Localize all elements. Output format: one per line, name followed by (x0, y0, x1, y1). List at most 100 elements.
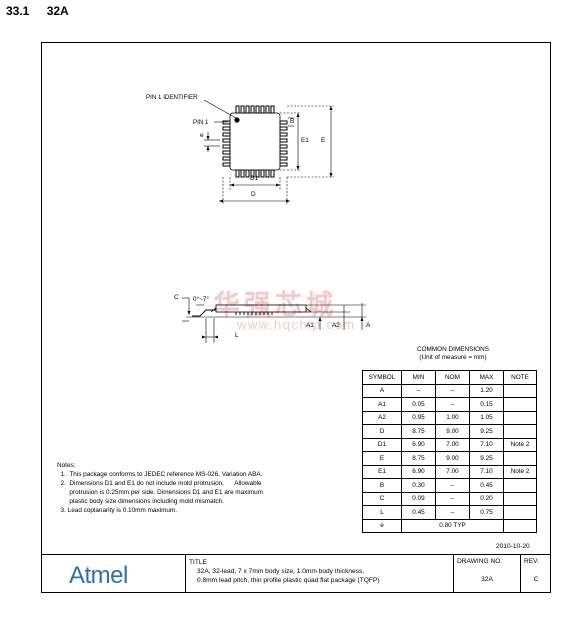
note-line: plastic body size dimensions including m… (57, 498, 224, 505)
section-heading: 33.1 32A (6, 4, 83, 18)
table-row: e 0.80 TYP (362, 518, 537, 533)
table-row: D 8.75 9.00 9.25 (362, 424, 537, 439)
pin1-identifier-label: PIN 1 IDENTIFIER (146, 94, 198, 101)
pin1-dot (234, 117, 240, 123)
column-header: NOTE (503, 370, 537, 385)
table-cell: 6.90 (401, 464, 436, 479)
table-cell: 1.20 (469, 383, 504, 398)
a1-label: A1 (306, 322, 314, 329)
table-cell: 0.30 (401, 478, 436, 493)
common-dimensions-unit: (Unit of measure = mm) (419, 354, 487, 361)
bottom-leads (235, 169, 275, 178)
table-cell: B (362, 478, 402, 493)
column-header: MAX (469, 370, 504, 385)
table-cell: E1 (362, 464, 402, 479)
revision-label: REV. (524, 558, 539, 565)
table-row: E 8.75 9.00 9.25 (362, 451, 537, 466)
table-cell: – (401, 383, 436, 398)
table-row: D1 6.90 7.00 7.10 Note 2 (362, 437, 537, 452)
table-cell (503, 505, 537, 520)
b-label: B (290, 118, 295, 125)
column-header: SYMBOL (362, 370, 402, 385)
table-cell: 7.10 (469, 437, 504, 452)
table-cell: E (362, 451, 402, 466)
table-row: A – – 1.20 (362, 383, 537, 398)
side-view (182, 297, 366, 343)
table-cell (503, 518, 537, 533)
common-dimensions-title: COMMON DIMENSIONS (Unit of measure = mm) (393, 346, 513, 362)
table-cell: 0.15 (469, 397, 504, 412)
table-cell: C (362, 491, 402, 506)
c-label: C (174, 294, 179, 301)
table-cell: – (435, 491, 470, 506)
drawing-number-cell: DRAWING NO. 32A (454, 554, 521, 593)
side-body (215, 304, 307, 313)
table-cell: – (435, 397, 470, 412)
table-cell: 9.25 (469, 424, 504, 439)
column-header: NOM (435, 370, 470, 385)
table-cell: 7.00 (435, 464, 470, 479)
side-view-arrows (187, 311, 364, 339)
table-cell: D1 (362, 437, 402, 452)
table-cell: 1.00 (435, 410, 470, 425)
left-leads (222, 120, 231, 167)
table-cell: 0.20 (469, 491, 504, 506)
pin1-label: PIN 1 (193, 119, 209, 126)
drawing-date: 2010-10-20 (496, 543, 530, 550)
table-cell: Note 2 (503, 437, 537, 452)
title-line: 32A, 32-lead, 7 x 7mm body size, 1.0mm b… (197, 568, 365, 575)
table-header-row: SYMBOL MIN NOM MAX NOTE (362, 370, 537, 385)
table-row: E1 6.90 7.00 7.10 Note 2 (362, 464, 537, 479)
table-cell (503, 491, 537, 506)
note-line: 1. This package conforms to JEDEC refere… (57, 471, 263, 478)
right-leads (279, 120, 288, 167)
table-cell: 0.45 (401, 505, 436, 520)
table-row: A2 0.95 1.00 1.05 (362, 410, 537, 425)
notes-heading: Notes: (57, 462, 76, 469)
table-cell: D (362, 424, 402, 439)
table-cell (503, 397, 537, 412)
e-pitch-label: e (200, 132, 204, 139)
top-view (203, 99, 334, 205)
table-row: A1 0.05 – 0.15 (362, 397, 537, 412)
drawing-number-label: DRAWING NO. (457, 558, 503, 565)
table-cell: e (362, 518, 402, 533)
note-line: protrusion is 0.25mm per side. Dimension… (57, 489, 264, 496)
table-cell: 6.90 (401, 437, 436, 452)
section-number: 33.1 (6, 4, 30, 18)
table-cell (503, 424, 537, 439)
table-cell: Note 2 (503, 464, 537, 479)
table-cell (503, 410, 537, 425)
table-cell: 7.10 (469, 464, 504, 479)
title-label: TITLE (189, 559, 207, 566)
title-cell: TITLE 32A, 32-lead, 7 x 7mm body size, 1… (186, 554, 454, 593)
table-cell: 9.25 (469, 451, 504, 466)
a-label: A (366, 322, 371, 329)
top-leads (235, 105, 275, 114)
e-label: E (321, 137, 326, 144)
table-cell: – (435, 383, 470, 398)
table-row: B 0.30 – 0.45 (362, 478, 537, 493)
dimensions-table: SYMBOL MIN NOM MAX NOTE A – – 1.20 A1 0.… (362, 370, 537, 533)
table-cell: 0.80 TYP (401, 518, 504, 533)
a2-label: A2 (332, 322, 340, 329)
revision: C (533, 576, 539, 583)
table-cell: 1.05 (469, 410, 504, 425)
table-row: L 0.45 – 0.75 (362, 505, 537, 520)
table-cell: 0.05 (401, 397, 436, 412)
note-line: 2. Dimensions D1 and E1 do not include m… (57, 480, 262, 487)
table-cell: – (435, 505, 470, 520)
revision-cell: REV. C (521, 554, 551, 593)
table-cell: 9.00 (435, 424, 470, 439)
table-cell: 0.95 (401, 410, 436, 425)
top-view-arrows (206, 106, 333, 203)
table-cell: A (362, 383, 402, 398)
table-cell: 0.75 (469, 505, 504, 520)
table-cell: 7.00 (435, 437, 470, 452)
notes: Notes: 1. This package conforms to JEDEC… (57, 461, 327, 515)
table-row: C 0.09 – 0.20 (362, 491, 537, 506)
drawing-frame (41, 42, 551, 593)
table-cell: 0.45 (469, 478, 504, 493)
table-cell: L (362, 505, 402, 520)
